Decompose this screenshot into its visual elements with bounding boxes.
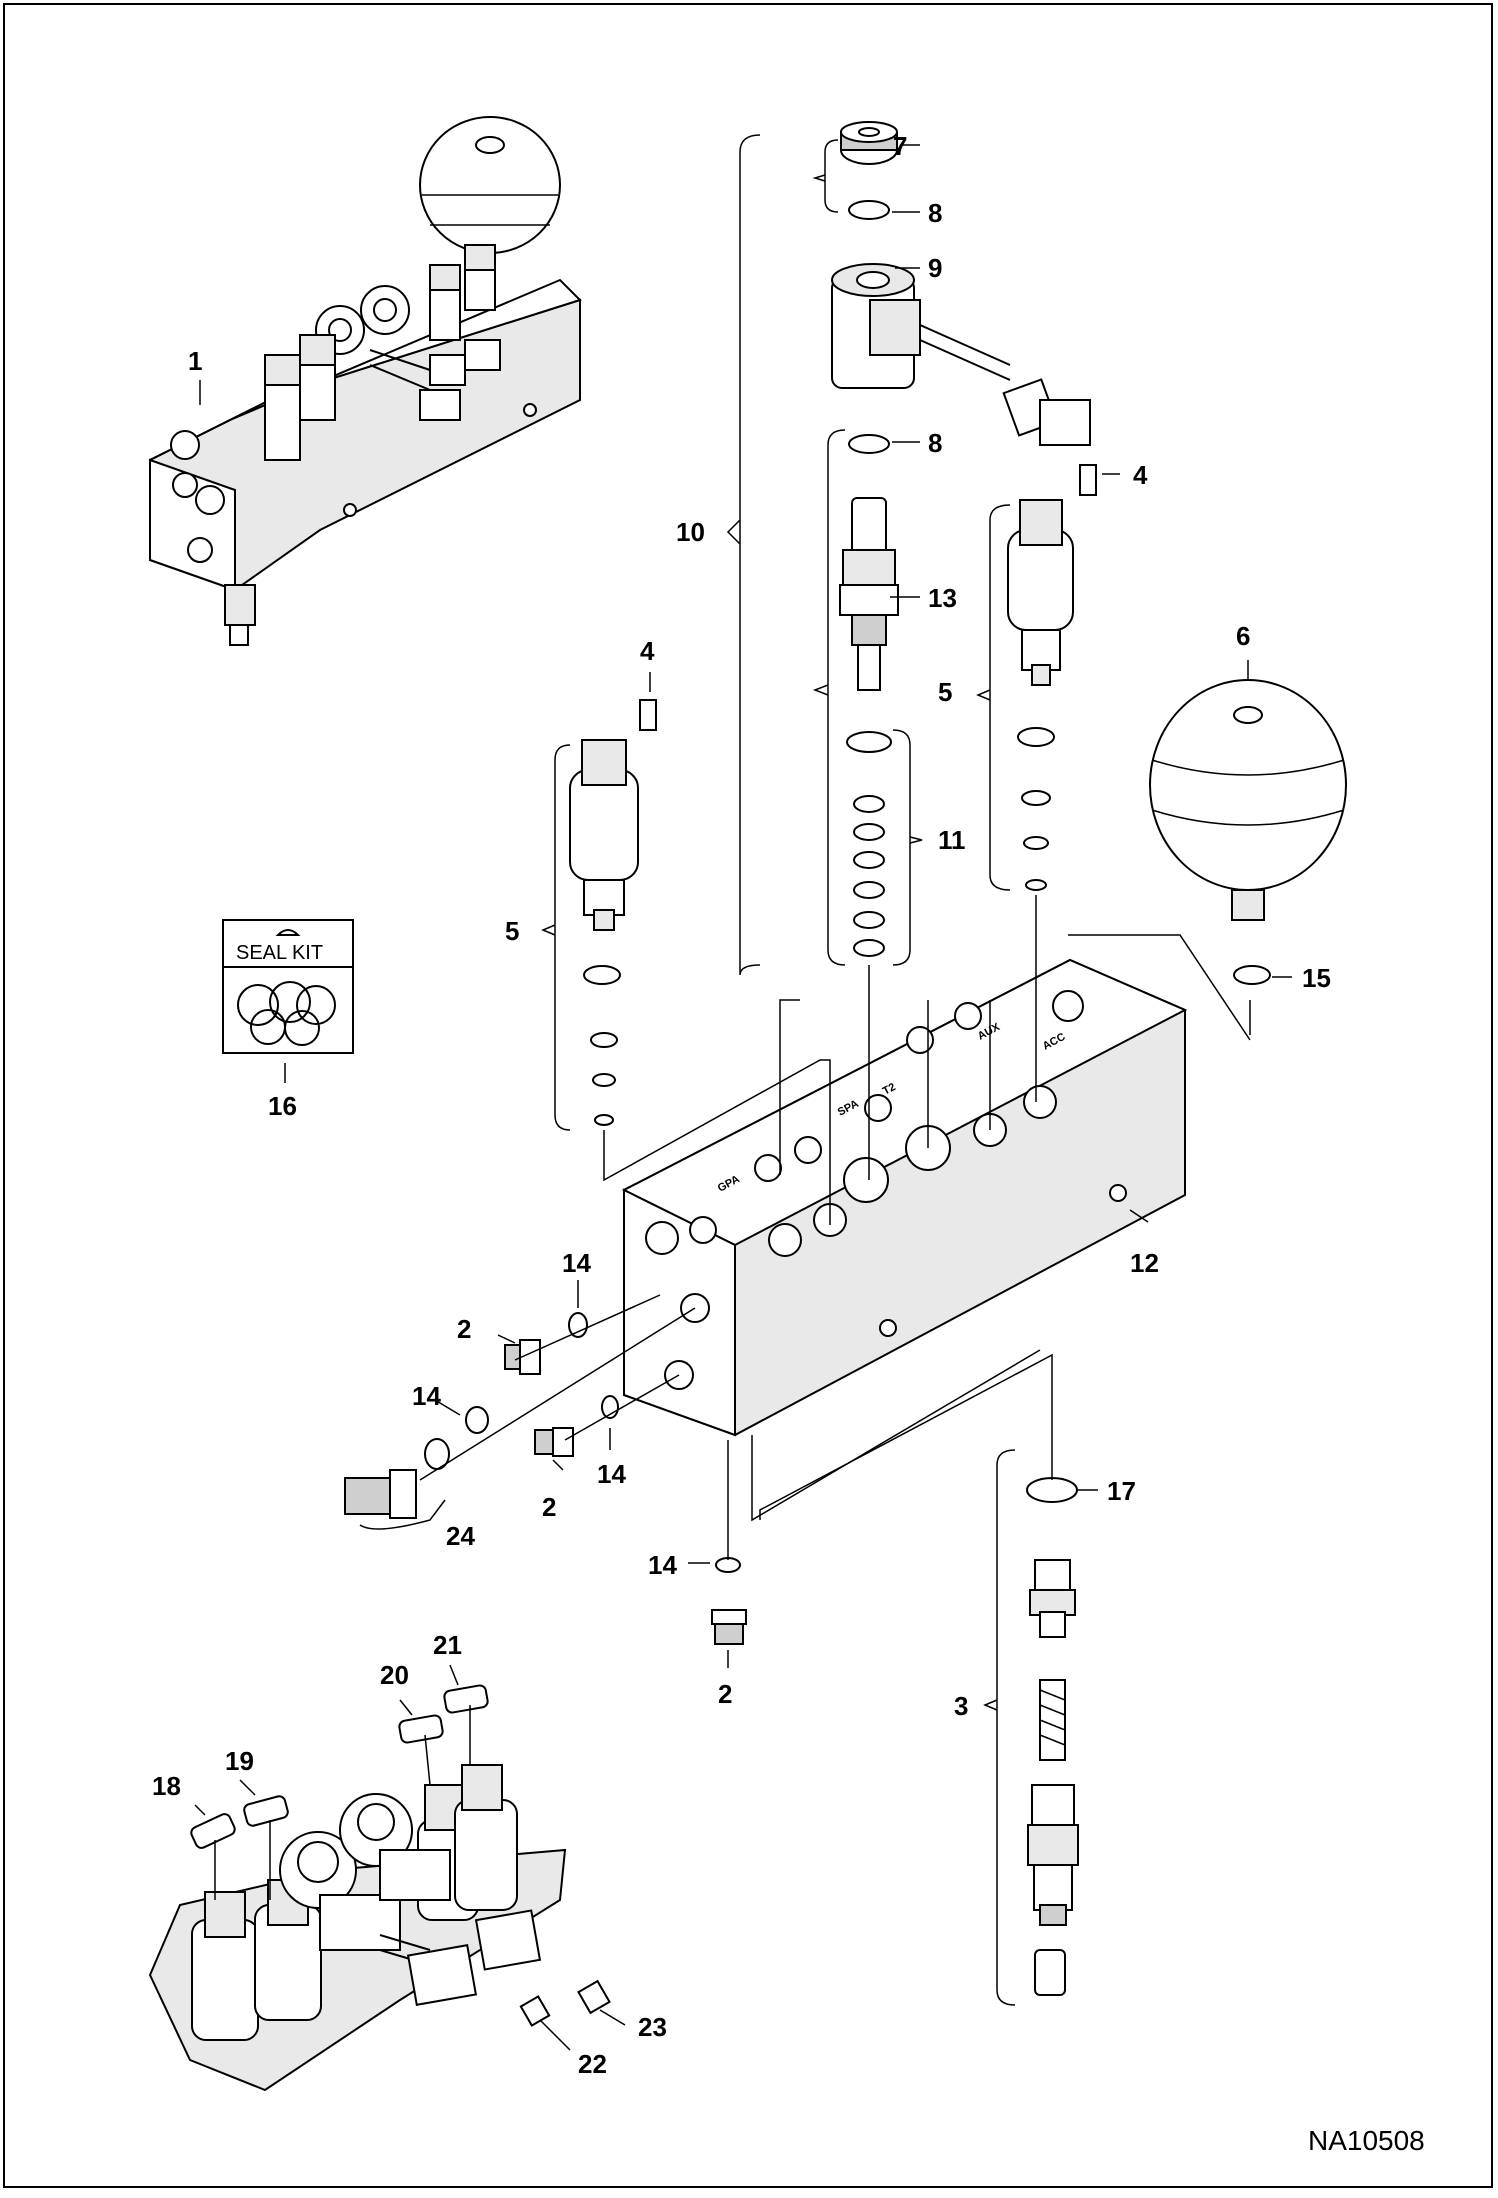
solenoid-valve-right [1007,464,1097,891]
callout-14-c: 14 [597,1459,626,1489]
seal-kit [222,919,354,1054]
callout-7: 7 [893,131,907,161]
callout-3: 3 [954,1691,968,1721]
accumulator [1149,679,1347,985]
valve-assembly-overview [149,116,582,646]
callout-4-left: 4 [640,636,655,666]
stamp-t2: T2 [881,1081,898,1098]
callout-17: 17 [1107,1476,1136,1506]
callout-5-right: 5 [938,677,952,707]
callout-8-upper: 8 [928,198,942,228]
solenoid-cartridge-group [831,121,1091,957]
callout-1: 1 [188,346,202,376]
callout-8-lower: 8 [928,428,942,458]
plugs-and-seals [344,1312,747,1645]
callout-19: 19 [225,1746,254,1776]
callout-20: 20 [380,1660,409,1690]
manifold-block: GPA SPA T2 AUX ACC [621,958,1188,1437]
callout-5-left: 5 [505,916,519,946]
callout-14-b: 14 [412,1381,441,1411]
callout-9: 9 [928,253,942,283]
callout-16: 16 [268,1091,297,1121]
callout-15: 15 [1302,963,1331,993]
callout-14-d: 14 [648,1550,677,1580]
callout-21: 21 [433,1630,462,1660]
leader-lines [194,134,1292,2051]
callout-13: 13 [928,583,957,613]
figure-id: NA10508 [1308,2125,1425,2156]
callout-6: 6 [1236,621,1250,651]
callout-4-right: 4 [1133,460,1148,490]
callout-18: 18 [152,1771,181,1801]
solenoid-cluster-detail [148,1684,611,2092]
callout-numbers: 1 7 8 9 8 4 10 13 4 6 11 5 5 15 16 12 14… [152,131,1331,2079]
callout-23: 23 [638,2012,667,2042]
callout-11: 11 [938,825,966,855]
callout-12: 12 [1130,1248,1159,1278]
callout-2-a: 2 [457,1314,471,1344]
callout-10: 10 [676,517,705,547]
callout-14-a: 14 [562,1248,591,1278]
relief-valve-cartridge [1026,1477,1079,1996]
seal-kit-label: SEAL KIT [236,942,323,964]
callout-2-c: 2 [718,1679,732,1709]
callout-22: 22 [578,2049,607,2079]
callout-2-b: 2 [542,1492,556,1522]
callout-24: 24 [446,1521,475,1551]
solenoid-valve-left [569,699,657,1126]
